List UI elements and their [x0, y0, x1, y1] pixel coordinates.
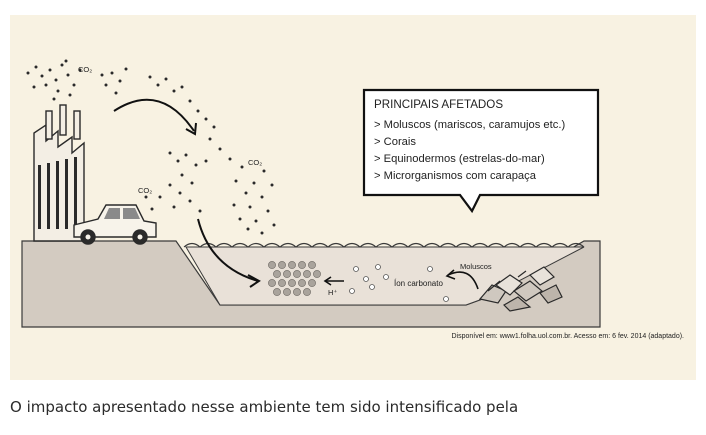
arrow-from-shells: [445, 269, 479, 290]
diagram-canvas: PRINCIPAIS AFETADOS > Moluscos (mariscos…: [21, 59, 684, 340]
source-note: Disponível em: www1.folha.uol.com.br. Ac…: [451, 333, 684, 340]
callout-item-corais: > Corais: [374, 136, 416, 148]
co2-flow-arrow-ocean: [197, 218, 261, 288]
arrow-to-ions: [323, 276, 344, 286]
car-icon: [73, 204, 157, 245]
hydrogen-ion-cluster: [268, 261, 321, 296]
label-co2-mid: CO₂: [138, 186, 152, 195]
mollusk-shells-icon: [478, 266, 563, 312]
carbonate-ion-dots: [349, 264, 449, 302]
co2-flow-arrow-top: [113, 98, 197, 136]
label-ion-carbonato: Íon carbonato: [394, 279, 443, 288]
factory-icon: [33, 104, 85, 242]
callout-item-moluscos: > Moluscos (mariscos, caramujos etc.): [374, 119, 565, 131]
label-co2-top: CO₂: [78, 65, 92, 74]
label-moluscos: Moluscos: [460, 262, 492, 271]
question-text: O impacto apresentado nesse ambiente tem…: [10, 398, 519, 416]
callout-item-microrganismos: > Microrganismos com carapaça: [374, 170, 537, 182]
callout-item-equinodermos: > Equinodermos (estrelas-do-mar): [374, 153, 545, 165]
label-h-plus: H⁺: [328, 288, 337, 297]
ocean-acidification-figure: PRINCIPAIS AFETADOS > Moluscos (mariscos…: [10, 15, 696, 380]
callout-title: PRINCIPAIS AFETADOS: [374, 98, 503, 111]
label-co2-right: CO₂: [248, 158, 262, 167]
co2-particles: [26, 59, 276, 235]
water-surface: [183, 242, 585, 248]
callout-box: [362, 88, 600, 214]
